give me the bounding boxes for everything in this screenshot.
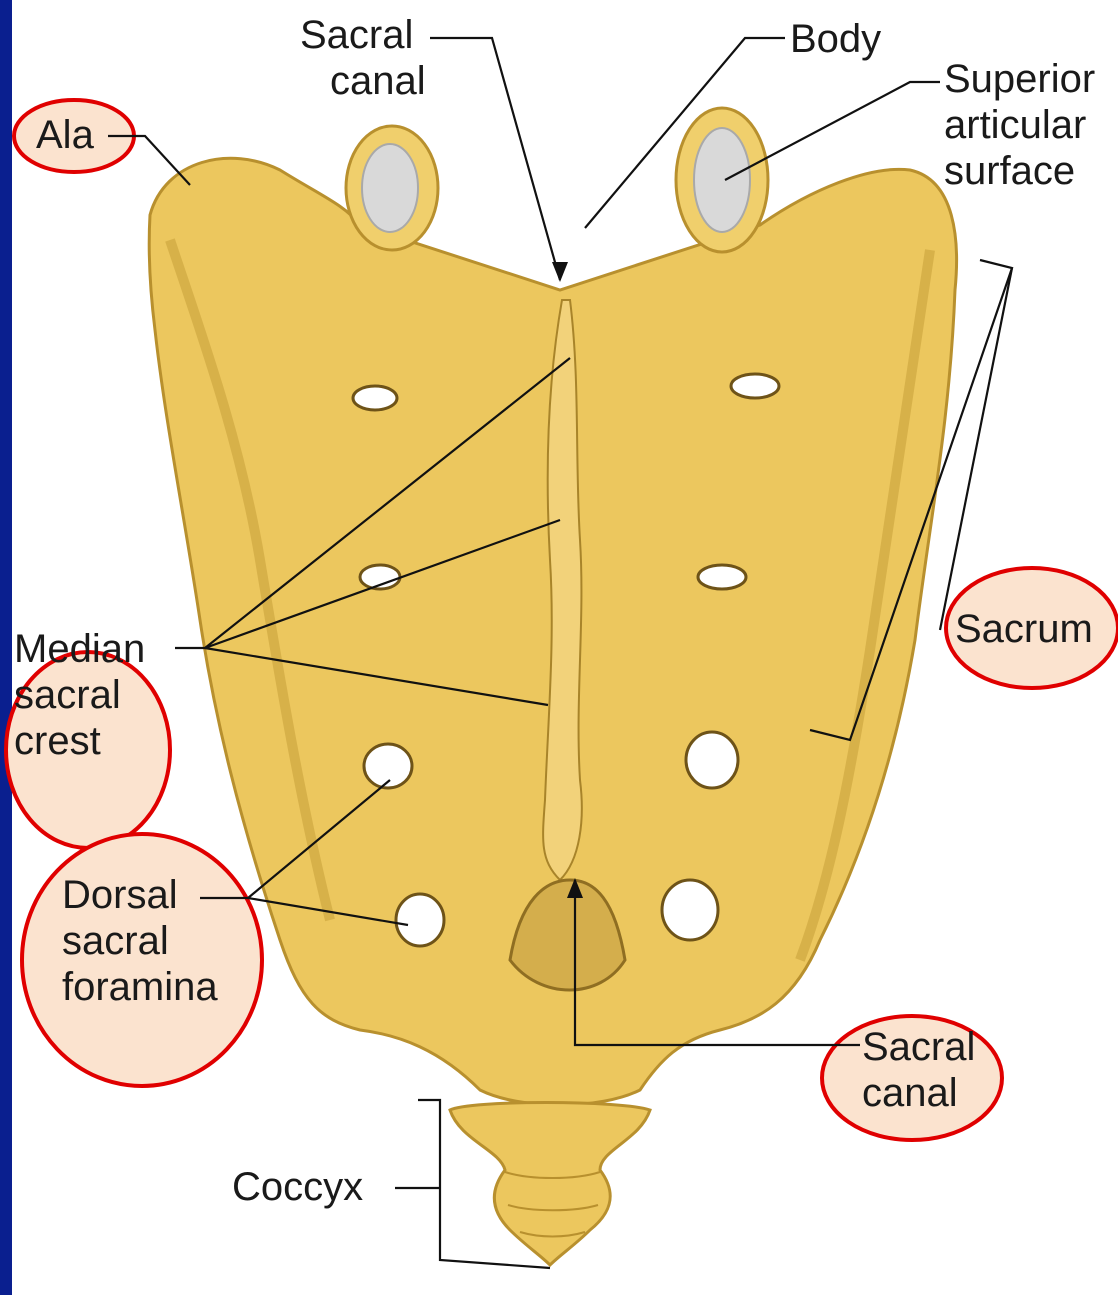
label-superior-articular-surface: Superior articular surface: [944, 56, 1095, 194]
label-sacral-canal-bottom: Sacral canal: [862, 1024, 975, 1116]
label-body: Body: [790, 16, 881, 62]
label-dorsal-sacral-foramina: Dorsal sacral foramina: [62, 872, 218, 1010]
label-sacral-canal-top: Sacral canal: [300, 12, 426, 104]
label-ala: Ala: [36, 112, 94, 158]
label-sacrum: Sacrum: [955, 606, 1093, 652]
label-coccyx: Coccyx: [232, 1164, 363, 1210]
label-median-sacral-crest: Median sacral crest: [14, 626, 145, 764]
